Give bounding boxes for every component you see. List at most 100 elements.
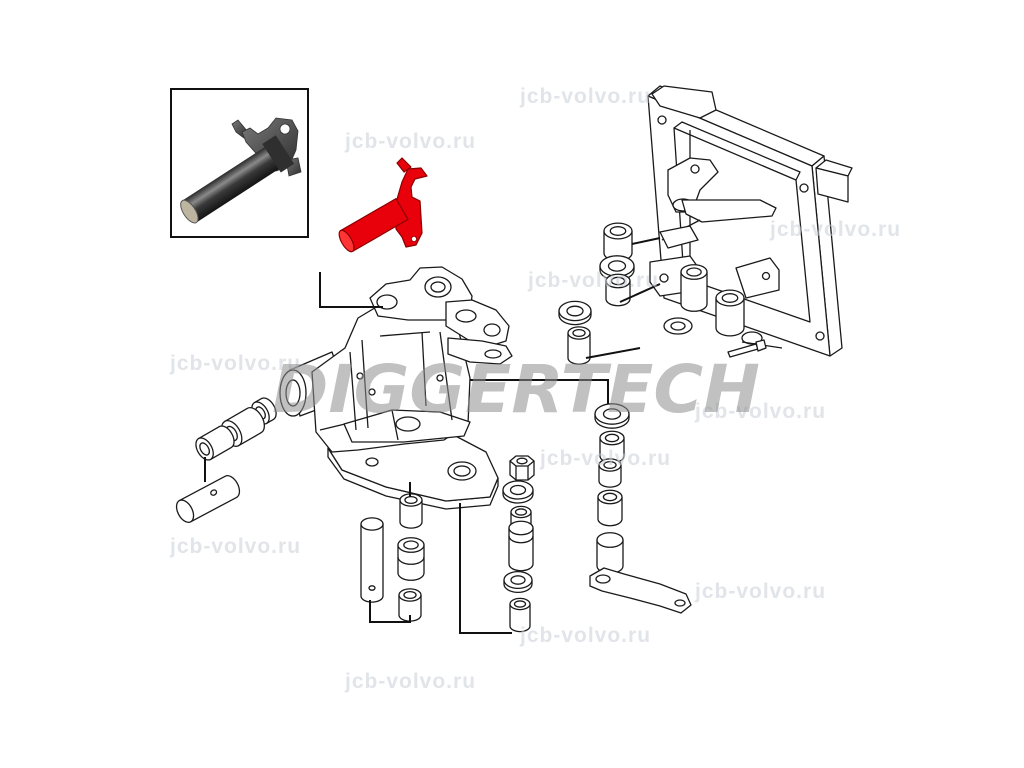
nut-stack-bushing-lower-body xyxy=(509,603,531,633)
inset-pin xyxy=(180,135,295,224)
frame-bushing-2 xyxy=(715,289,745,337)
frame-corner-hole-4 xyxy=(815,331,825,341)
frame-ring-1-bore xyxy=(670,321,686,331)
frame-right-bracket xyxy=(735,257,780,299)
callout-pin-to-bushing xyxy=(369,600,411,623)
watermark-layer: jcb-volvo.ru jcb-volvo.ru jcb-volvo.ru j… xyxy=(169,85,901,693)
nut-stack-washer xyxy=(502,480,534,504)
lower-stack-bushing-2-bore xyxy=(403,540,419,550)
red-pin-shaft xyxy=(338,198,409,253)
link-stack-bushing-1 xyxy=(599,430,625,464)
watermark-site: jcb-volvo.ru xyxy=(169,352,301,375)
hex-nut-thread-bore xyxy=(516,457,528,465)
casting-lower-arm-hole xyxy=(484,349,502,359)
casting-upper-arm-hole-1 xyxy=(455,309,477,323)
nut-stack-sleeve xyxy=(508,520,534,572)
casting-base-hole-inner xyxy=(453,465,471,477)
link-stack-bushing-2-bore xyxy=(603,460,617,470)
callout-casting-to-link-stack xyxy=(470,379,609,404)
upper-stack-washer-bore xyxy=(607,260,627,272)
hex-nut xyxy=(509,455,535,481)
upper-stack-bushing xyxy=(603,222,633,262)
lower-stack-bushing-3-bore xyxy=(403,590,417,600)
inset-photo xyxy=(170,88,309,238)
casting-bolt-hole-3 xyxy=(436,374,444,382)
frame-corner-hole-1 xyxy=(657,115,667,125)
side-bushing xyxy=(567,326,591,365)
frame-link-arm xyxy=(681,199,777,223)
frame-corner-hole-3 xyxy=(799,183,809,193)
nut-stack-washer-lower xyxy=(503,570,533,594)
frame-bushing-2-bore xyxy=(721,293,739,303)
left-pivot-pin-cross-hole xyxy=(210,489,218,496)
nut-stack-sleeve-body xyxy=(508,527,534,572)
callout-upper-bushing-to-frame xyxy=(631,237,661,245)
vertical-pin-cross-hole xyxy=(368,585,376,591)
swing-frame-casting xyxy=(279,266,513,510)
casting-bolt-hole-2 xyxy=(356,372,364,380)
frame-bushing-2-body xyxy=(715,297,745,337)
red-pin-end xyxy=(338,229,355,253)
nut-stack-sleeve-top-face xyxy=(508,520,534,536)
frame-bolt xyxy=(727,339,767,358)
hex-nut-flats xyxy=(515,466,529,480)
link-stack-washer xyxy=(594,403,630,429)
casting-bolt-hole-1 xyxy=(368,388,376,396)
red-bracket-plate xyxy=(394,167,428,248)
callout-upper-stack-to-frame xyxy=(619,283,661,303)
left-bushing-2-bore xyxy=(199,442,211,456)
watermark-site: jcb-volvo.ru xyxy=(519,624,651,647)
lower-stack-bushing-3 xyxy=(398,588,422,622)
watermark-site: jcb-volvo.ru xyxy=(527,269,659,292)
casting-tower-bore-inner xyxy=(430,281,446,293)
exploded-parts xyxy=(175,222,745,633)
watermark-site: jcb-volvo.ru xyxy=(539,447,671,470)
frame-clip xyxy=(659,225,699,249)
watermark-site: jcb-volvo.ru xyxy=(169,535,301,558)
inset-pin-collar xyxy=(262,135,295,173)
lower-stack-bushing-1 xyxy=(399,493,423,529)
vertical-pin-body xyxy=(360,523,384,603)
frame-bushing-1-body xyxy=(680,271,708,312)
frame-right-block xyxy=(815,167,849,203)
vertical-pin xyxy=(360,517,384,603)
callout-lines xyxy=(204,237,661,634)
inset-pin-end-cap xyxy=(180,199,199,224)
lower-stack-bushing-3-body xyxy=(398,594,422,622)
watermark-site: jcb-volvo.ru xyxy=(769,218,901,241)
left-pivot-pin-end-face xyxy=(175,499,195,523)
left-pivot-pin-body xyxy=(178,475,241,523)
inset-pin-shaft xyxy=(182,144,284,223)
nut-stack-washer-bore xyxy=(509,484,527,496)
link-plate-hole-2 xyxy=(674,599,686,607)
frame-right-bracket-hole xyxy=(761,271,771,281)
link-stack-pin xyxy=(596,532,624,574)
lower-stack-bushing-2 xyxy=(397,537,425,581)
left-bushing-2 xyxy=(195,425,235,461)
watermark-site: jcb-volvo.ru xyxy=(694,580,826,603)
link-stack-washer-bore xyxy=(602,408,622,420)
link-stack-bushing-3-body xyxy=(597,496,623,527)
nut-stack-bushing-lower-bore xyxy=(513,600,527,608)
frame-bolt-head xyxy=(755,339,767,352)
link-stack-bushing-2 xyxy=(598,458,622,488)
highlighted-pivot-pin xyxy=(338,157,428,253)
frame-upper-bracket xyxy=(667,157,719,213)
link-plate-body xyxy=(589,567,692,614)
link-stack-bushing-3 xyxy=(597,489,623,527)
left-pivot-pin xyxy=(175,475,241,523)
casting-upper-arm-hole-2 xyxy=(483,323,501,337)
casting-ear-hole xyxy=(376,294,398,310)
frame-bushing-1 xyxy=(680,264,708,312)
mounting-frame xyxy=(647,85,853,358)
red-bracket-hole xyxy=(410,235,417,242)
watermark-site: jcb-volvo.ru xyxy=(344,670,476,693)
watermark-site: jcb-volvo.ru xyxy=(519,85,651,108)
watermark-site: jcb-volvo.ru xyxy=(694,400,826,423)
nut-stack-sleeve-groove xyxy=(508,535,534,544)
callout-bushing-to-ear xyxy=(319,272,383,308)
frame-lower-block-hole xyxy=(659,273,669,283)
frame-bushing-1-bore xyxy=(686,267,702,277)
frame-upper-bracket-pin xyxy=(690,164,700,174)
